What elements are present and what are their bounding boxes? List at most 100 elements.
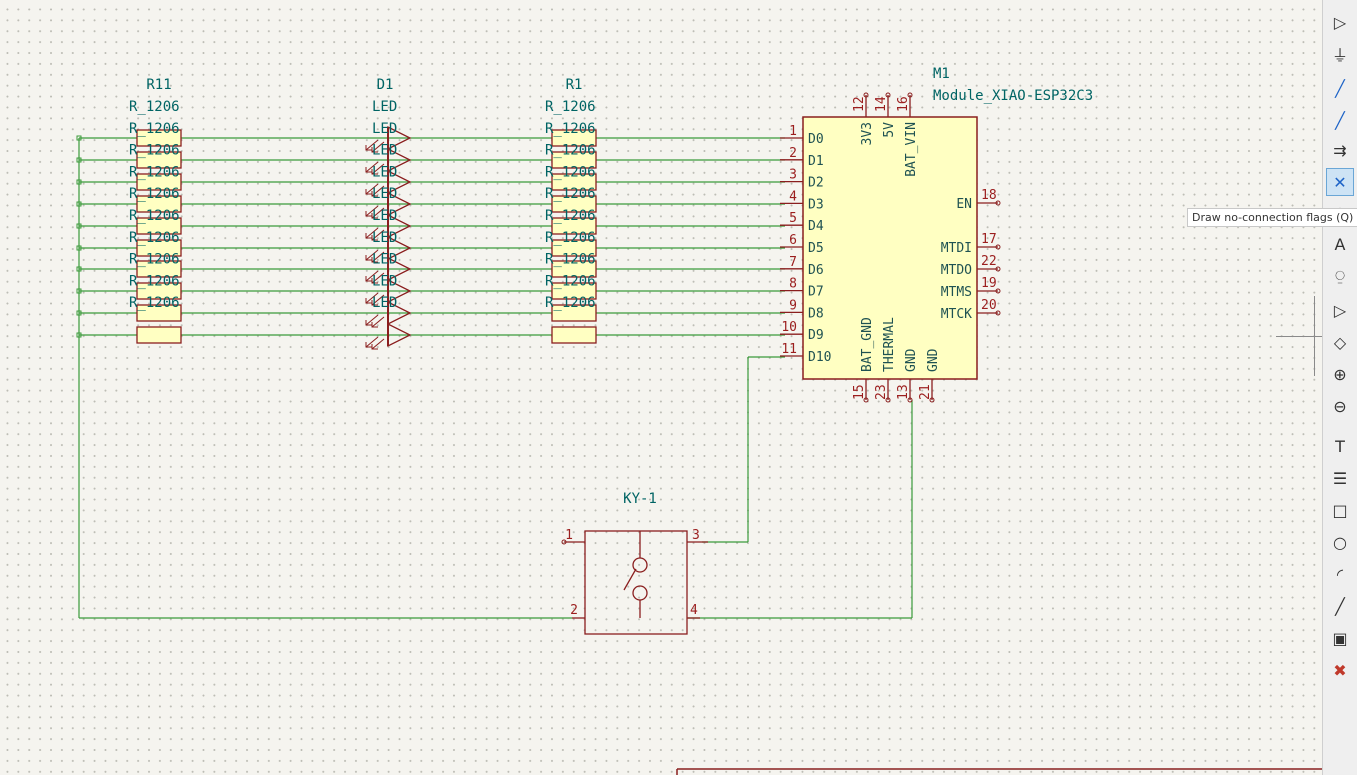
schematic-drawing[interactable]: R11R_1206R_1206R_1206R_1206R_1206R_1206R… (0, 0, 1323, 775)
rectangle-icon[interactable]: □ (1332, 500, 1348, 520)
resistor-mid-body (551, 239, 597, 257)
right-toolbar: ▷⏚╱╱⇉✕•A⍜▷◇⊕⊖T☰□○◜╱▣✖ (1322, 0, 1357, 775)
switch-pin-number: 2 (570, 603, 578, 618)
switch-contact (632, 585, 648, 601)
switch-body (584, 530, 688, 635)
module-pin-number: 19 (981, 276, 997, 291)
no-connection-icon[interactable]: ✕ (1326, 168, 1354, 196)
resistor-mid-value: R_1206 (545, 295, 596, 311)
module-pin-name: THERMAL (882, 317, 897, 372)
resistor-mid-value: R_1206 (545, 143, 596, 159)
module-pin-number: 17 (981, 232, 997, 247)
resistor-left-value: R_1206 (129, 143, 180, 159)
hier-pin-icon[interactable]: ◇ (1333, 332, 1347, 352)
import-sheet-icon[interactable]: ⊖ (1333, 396, 1347, 416)
led-value: LED (372, 143, 397, 159)
draw-wire-icon[interactable]: ╱ (1335, 78, 1345, 98)
resistor-mid-ref: R1 (566, 77, 583, 93)
module-pin-end (907, 92, 913, 98)
module-pin-number: 2 (789, 146, 797, 161)
module-pin-number: 23 (874, 384, 889, 400)
resistor-mid-body (551, 173, 597, 191)
crosshair-cursor-v (1314, 296, 1315, 376)
add-symbol-icon[interactable]: ▷ (1333, 12, 1347, 32)
resistor-left-value: R_1206 (129, 230, 180, 246)
text-icon[interactable]: T (1335, 436, 1345, 456)
resistor-left-body (136, 195, 182, 213)
resistor-left-ref: R11 (146, 77, 171, 93)
module-pin-name: MTDO (941, 263, 972, 278)
module-pin-name: D6 (808, 263, 824, 278)
resistor-mid-value: R_1206 (545, 273, 596, 289)
bus-entry-icon[interactable]: ⇉ (1333, 140, 1347, 160)
module-pin-number: 10 (781, 320, 797, 335)
module-pin-number: 5 (789, 211, 797, 226)
module-pin-end (995, 200, 1001, 206)
resistor-mid-value: R_1206 (545, 252, 596, 268)
module-pin-name: D5 (808, 241, 824, 256)
led-arrows (365, 205, 385, 219)
module-pin-number: 7 (789, 255, 797, 270)
led-value: LED (372, 208, 397, 224)
resistor-left-value: R_1206 (129, 252, 180, 268)
module-pin-name: D9 (808, 328, 824, 343)
circle-icon[interactable]: ○ (1333, 532, 1347, 552)
draw-bus-icon[interactable]: ╱ (1335, 110, 1345, 130)
resistor-left-body (136, 129, 182, 147)
switch-pin-number: 4 (690, 603, 698, 618)
resistor-left-value: R_1206 (129, 99, 180, 115)
resistor-mid-body (551, 260, 597, 278)
resistor-left-body (136, 260, 182, 278)
add-power-icon[interactable]: ⏚ (1331, 46, 1348, 65)
module-pin-number: 20 (981, 298, 997, 313)
schematic-canvas[interactable] (0, 0, 1323, 775)
net-label-icon[interactable]: A (1334, 234, 1346, 254)
resistor-left-body (136, 217, 182, 235)
module-pin-number: 15 (852, 384, 867, 400)
delete-icon[interactable]: ✖ (1333, 660, 1347, 680)
image-icon[interactable]: ▣ (1332, 628, 1348, 648)
global-label-icon[interactable]: ⍜ (1335, 266, 1345, 285)
led-arrows (365, 314, 385, 328)
module-pin-name: BAT_VIN (904, 122, 919, 177)
led-arrows (365, 161, 385, 175)
module-pin-number: 14 (874, 96, 889, 112)
switch-lever (623, 568, 637, 591)
resistor-left-body (136, 173, 182, 191)
line-icon[interactable]: ╱ (1335, 596, 1345, 616)
module-pin-name: D0 (808, 132, 824, 147)
module-pin-name: D10 (808, 350, 831, 365)
resistor-left-body (136, 326, 182, 344)
module-pin-number: 6 (789, 233, 797, 248)
add-sheet-icon[interactable]: ⊕ (1333, 364, 1347, 384)
led-arrows (365, 139, 385, 153)
arc-icon[interactable]: ◜ (1336, 564, 1344, 584)
led-arrows (365, 270, 385, 284)
module-pin-number: 12 (852, 96, 867, 112)
textbox-icon[interactable]: ☰ (1332, 468, 1348, 488)
module-pin-name: MTCK (941, 307, 972, 322)
module-pin-name: GND (904, 348, 919, 372)
switch-ref: KY-1 (623, 491, 657, 507)
module-pin-name: MTMS (941, 285, 972, 300)
resistor-left-body (136, 282, 182, 300)
resistor-mid-body (551, 326, 597, 344)
module-pin-name: GND (926, 348, 941, 372)
module-pin-name: 3V3 (860, 122, 875, 145)
module-pin-name: MTDI (941, 241, 972, 256)
module-pin-number: 4 (789, 189, 797, 204)
module-pin-number: 1 (789, 124, 797, 139)
resistor-mid-value: R_1206 (545, 230, 596, 246)
module-pin-end (907, 397, 913, 403)
module-pin-name: D3 (808, 197, 824, 212)
resistor-mid-value: R_1206 (545, 164, 596, 180)
module-pin-name: 5V (882, 122, 897, 138)
module-pin-number: 21 (918, 384, 933, 400)
module-pin-end (885, 397, 891, 403)
module-pin-end (885, 92, 891, 98)
led-arrows (365, 227, 385, 241)
resistor-mid-value: R_1206 (545, 121, 596, 137)
hier-label-icon[interactable]: ▷ (1333, 300, 1347, 320)
module-pin-end (929, 397, 935, 403)
resistor-mid-body (551, 151, 597, 169)
